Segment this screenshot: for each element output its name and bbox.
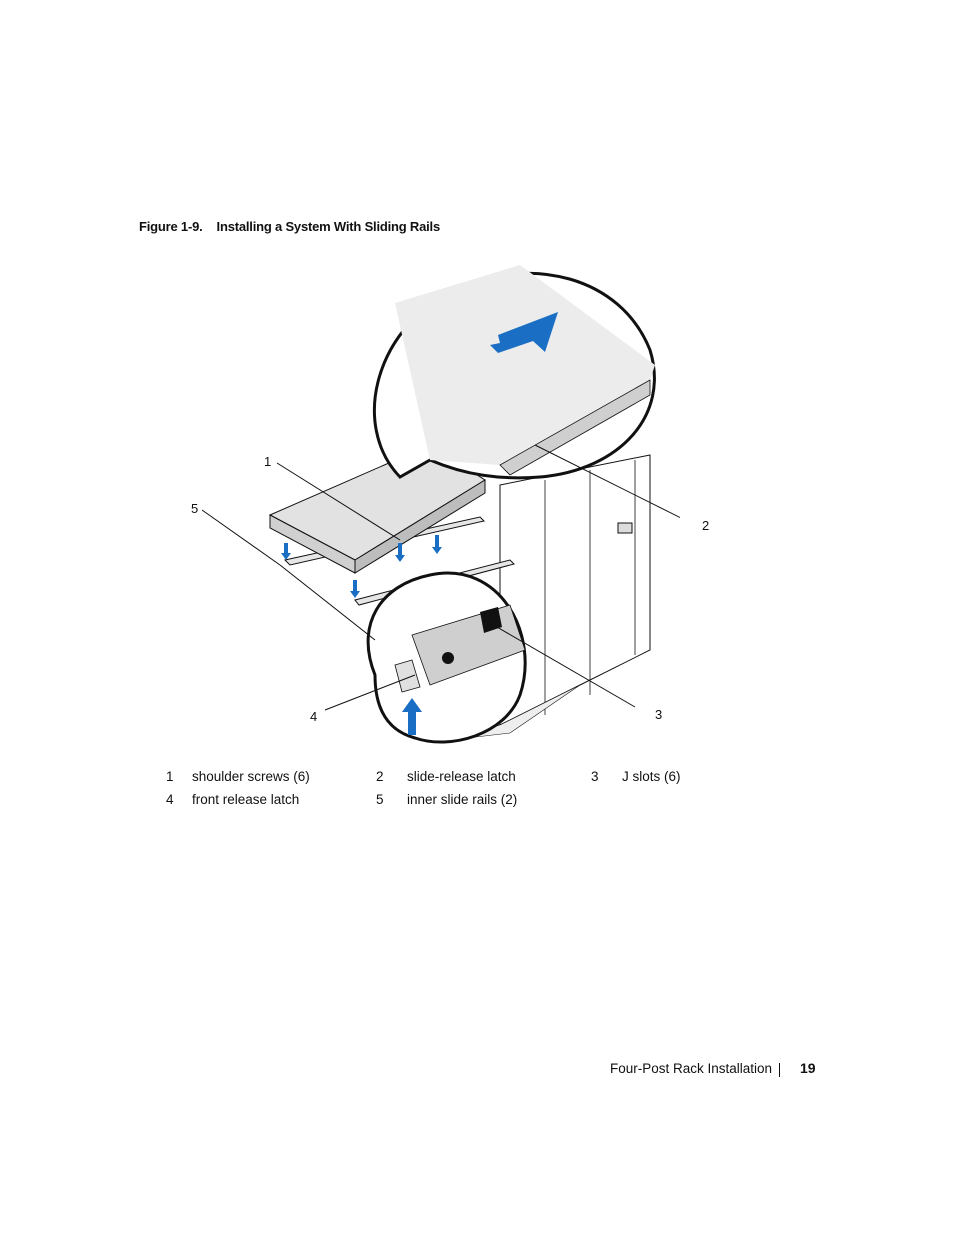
server-chassis (268, 444, 486, 574)
rack-cabinet (449, 454, 651, 741)
page-number: 19 (800, 1060, 816, 1076)
legend-number: 4 (166, 792, 174, 807)
legend-row: 1 shoulder screws (6) 2 slide-release la… (160, 769, 720, 792)
slide-latch-detail-bubble (372, 265, 656, 480)
placement-arrows (281, 535, 442, 598)
legend-number: 2 (376, 769, 384, 784)
j-slot-detail-bubble (366, 571, 527, 744)
legend-number: 3 (591, 769, 599, 784)
callout-5: 5 (191, 501, 199, 516)
legend-number: 1 (166, 769, 174, 784)
legend-label: slide-release latch (407, 769, 516, 784)
figure-title: Installing a System With Sliding Rails (216, 219, 441, 234)
footer-divider (779, 1063, 780, 1077)
legend-label: inner slide rails (2) (407, 792, 518, 807)
callout-leader-lines (201, 444, 680, 711)
callout-4: 4 (310, 709, 318, 724)
release-lift-arrow (402, 698, 422, 735)
legend-label: front release latch (192, 792, 300, 807)
slide-direction-arrow (490, 312, 558, 353)
legend-number: 5 (376, 792, 384, 807)
callout-1: 1 (264, 454, 272, 469)
legend-label: J slots (6) (622, 769, 681, 784)
callout-3: 3 (655, 707, 663, 722)
figure-number: Figure 1-9. (139, 219, 203, 234)
figure-legend: 1 shoulder screws (6) 2 slide-release la… (160, 769, 720, 815)
callout-2: 2 (702, 518, 710, 533)
legend-row: 4 front release latch 5 inner slide rail… (160, 792, 720, 815)
rack-installation-illustration (201, 265, 680, 744)
legend-label: shoulder screws (6) (192, 769, 310, 784)
figure-caption: Figure 1-9. Installing a System With Slid… (139, 219, 440, 234)
footer-section-title: Four-Post Rack Installation (610, 1061, 773, 1076)
